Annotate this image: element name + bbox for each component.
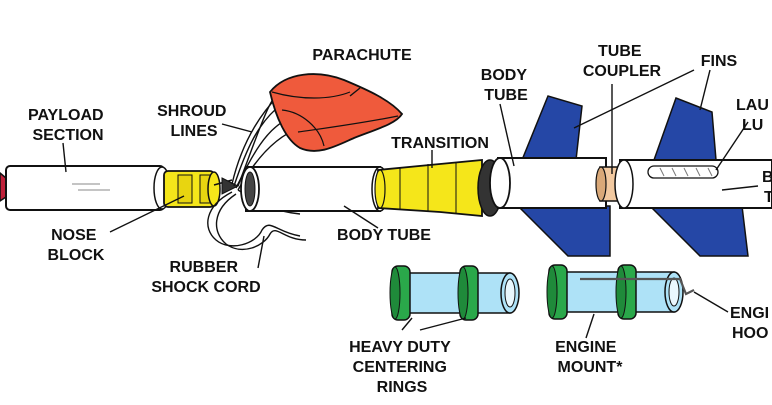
payload-section-part bbox=[0, 165, 171, 211]
label-body-tube-upper: BODY TUBE bbox=[481, 67, 531, 104]
label-body-tube-right-line1: B bbox=[762, 169, 772, 186]
label-fins-line1: FINS bbox=[701, 53, 738, 70]
heavy-duty-centering-rings-part bbox=[389, 265, 520, 321]
label-heavy-duty-centering-rings-line2: CENTERING bbox=[353, 359, 447, 376]
label-launch-lug-line1: LAU bbox=[736, 97, 769, 114]
leader-lines bbox=[62, 69, 759, 339]
label-tube-coupler-line2: COUPLER bbox=[583, 63, 662, 80]
label-body-tube-right-line2: T bbox=[764, 189, 772, 206]
body-tube-upper-part bbox=[489, 157, 607, 209]
label-rubber-shock-cord: RUBBER SHOCK CORD bbox=[151, 259, 260, 296]
label-body-tube-center-line1: BODY TUBE bbox=[337, 227, 431, 244]
label-transition-line1: TRANSITION bbox=[391, 135, 489, 152]
label-body-tube-upper-line1: BODY bbox=[481, 67, 528, 84]
label-body-tube-upper-line2: TUBE bbox=[484, 87, 528, 104]
label-tube-coupler: TUBE COUPLER bbox=[583, 43, 662, 80]
label-nose-block: NOSE BLOCK bbox=[48, 227, 105, 264]
label-shroud-lines-line2: LINES bbox=[170, 123, 217, 140]
fins-part bbox=[516, 95, 749, 257]
label-rubber-shock-cord-line2: SHOCK CORD bbox=[151, 279, 260, 296]
label-body-tube-center: BODY TUBE bbox=[337, 227, 431, 244]
launch-lug-part bbox=[647, 165, 719, 179]
label-engine-hook-line1: ENGI bbox=[730, 305, 769, 322]
label-engine-hook-line2: HOO bbox=[732, 325, 768, 342]
payload-tube bbox=[5, 165, 165, 211]
label-fins: FINS bbox=[701, 53, 738, 70]
transition-part bbox=[374, 159, 503, 217]
label-engine-hook: ENGI HOO bbox=[730, 305, 772, 342]
label-body-tube-right: B T bbox=[762, 169, 772, 206]
label-engine-mount-line1: ENGINE bbox=[555, 339, 617, 356]
body-tube-center-part bbox=[240, 166, 389, 212]
label-shroud-lines-line1: SHROUD bbox=[157, 103, 226, 120]
label-payload-section-line2: SECTION bbox=[32, 127, 103, 144]
label-tube-coupler-line1: TUBE bbox=[598, 43, 642, 60]
label-engine-mount-line2: MOUNT* bbox=[558, 359, 624, 376]
label-payload-section-line1: PAYLOAD bbox=[28, 107, 104, 124]
engine-hook-part bbox=[580, 277, 695, 296]
label-launch-lug-line2: LU bbox=[742, 117, 763, 134]
label-parachute: PARACHUTE bbox=[312, 47, 412, 64]
label-shroud-lines: SHROUD LINES bbox=[157, 103, 231, 140]
parachute-part bbox=[269, 73, 404, 152]
nose-block-part bbox=[163, 170, 240, 208]
engine-mount-part bbox=[546, 264, 684, 320]
label-rubber-shock-cord-line1: RUBBER bbox=[170, 259, 239, 276]
label-engine-mount: ENGINE MOUNT* bbox=[555, 339, 623, 376]
body-tube-right-part bbox=[614, 159, 772, 209]
label-parachute-line1: PARACHUTE bbox=[312, 47, 412, 64]
label-launch-lug: LAU LU bbox=[736, 97, 772, 134]
label-heavy-duty-centering-rings-line1: HEAVY DUTY bbox=[349, 339, 451, 356]
label-nose-block-line1: NOSE bbox=[51, 227, 97, 244]
label-transition: TRANSITION bbox=[391, 135, 489, 152]
label-heavy-duty-centering-rings-line3: RINGS bbox=[377, 379, 428, 396]
label-heavy-duty-centering-rings: HEAVY DUTY CENTERING RINGS bbox=[349, 339, 455, 396]
label-payload-section: PAYLOAD SECTION bbox=[28, 107, 108, 144]
label-nose-block-line2: BLOCK bbox=[48, 247, 105, 264]
